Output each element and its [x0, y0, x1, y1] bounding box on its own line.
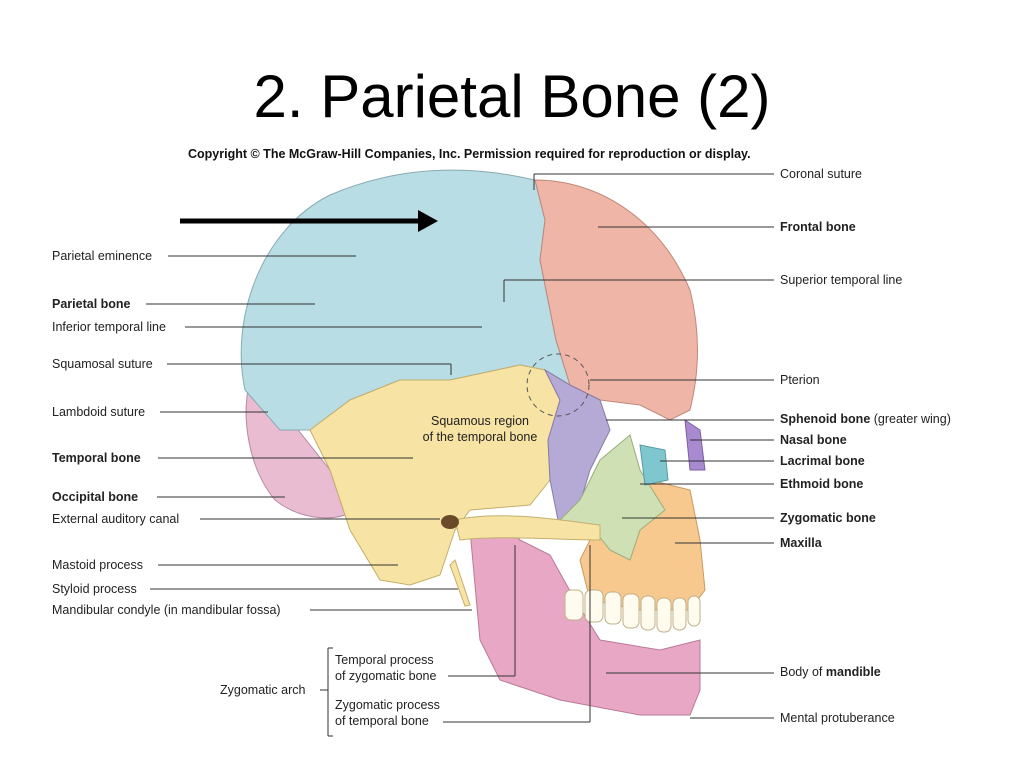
label-inferior-temporal-line: Inferior temporal line	[52, 320, 166, 334]
label-squamous-region: Squamous region of the temporal bone	[405, 413, 555, 445]
label-mandible: mandible	[825, 665, 881, 679]
ethmoid-bone-region	[639, 444, 669, 486]
label-zygomatic-process-line2: of temporal bone	[335, 714, 429, 728]
label-parietal-eminence: Parietal eminence	[52, 249, 153, 263]
label-nasal-bone: Nasal bone	[780, 433, 847, 447]
label-zygomatic-process-line1: Zygomatic process	[335, 698, 440, 712]
label-squamous-region-line1: Squamous region	[431, 414, 529, 428]
label-sphenoid-bone-row: Sphenoid bone (greater wing)	[780, 412, 951, 427]
label-body-of-mandible-row: Body of mandible	[780, 665, 881, 680]
label-ethmoid-bone: Ethmoid bone	[780, 477, 864, 491]
label-zygomatic-bone: Zygomatic bone	[780, 511, 876, 525]
label-lambdoid-suture: Lambdoid suture	[52, 405, 146, 419]
label-body-of-prefix: Body of	[780, 665, 826, 679]
label-mental-protuberance: Mental protuberance	[780, 711, 895, 725]
slide-title: 2. Parietal Bone (2)	[253, 63, 771, 130]
label-styloid-process: Styloid process	[52, 582, 137, 596]
label-sphenoid-suffix: (greater wing)	[870, 412, 951, 426]
styloid-process-region	[449, 559, 471, 607]
label-mandibular-condyle: Mandibular condyle (in mandibular fossa)	[52, 603, 281, 617]
label-mastoid-process: Mastoid process	[52, 558, 144, 572]
pointer-arrow	[180, 210, 438, 232]
pterion-circle	[526, 353, 590, 417]
label-parietal-bone: Parietal bone	[52, 297, 131, 311]
zygomatic-arch-region	[454, 515, 601, 541]
leader-lines	[146, 173, 774, 737]
label-temporal-process: Temporal process of zygomatic bone	[335, 652, 436, 684]
label-pterion: Pterion	[780, 373, 820, 387]
label-lacrimal-bone: Lacrimal bone	[780, 454, 865, 468]
label-zygomatic-process: Zygomatic process of temporal bone	[335, 697, 440, 729]
label-sphenoid-bone: Sphenoid bone	[780, 412, 871, 426]
copyright-notice: Copyright © The McGraw-Hill Companies, I…	[188, 147, 751, 161]
label-squamous-region-line2: of the temporal bone	[422, 430, 538, 444]
label-occipital-bone: Occipital bone	[52, 490, 139, 504]
label-temporal-bone: Temporal bone	[52, 451, 141, 465]
label-temporal-process-line1: Temporal process	[335, 653, 434, 667]
zygomatic-bone-region	[558, 434, 666, 561]
label-frontal-bone: Frontal bone	[780, 220, 856, 234]
label-coronal-suture: Coronal suture	[780, 167, 862, 181]
label-maxilla: Maxilla	[780, 536, 822, 550]
ear-canal-mark	[441, 515, 459, 529]
nasal-bone-region	[684, 418, 706, 471]
label-squamosal-suture: Squamosal suture	[52, 357, 153, 371]
label-temporal-process-line2: of zygomatic bone	[335, 669, 437, 683]
label-superior-temporal-line: Superior temporal line	[780, 273, 903, 287]
label-zygomatic-arch: Zygomatic arch	[220, 683, 306, 697]
label-external-auditory-canal: External auditory canal	[52, 512, 180, 526]
